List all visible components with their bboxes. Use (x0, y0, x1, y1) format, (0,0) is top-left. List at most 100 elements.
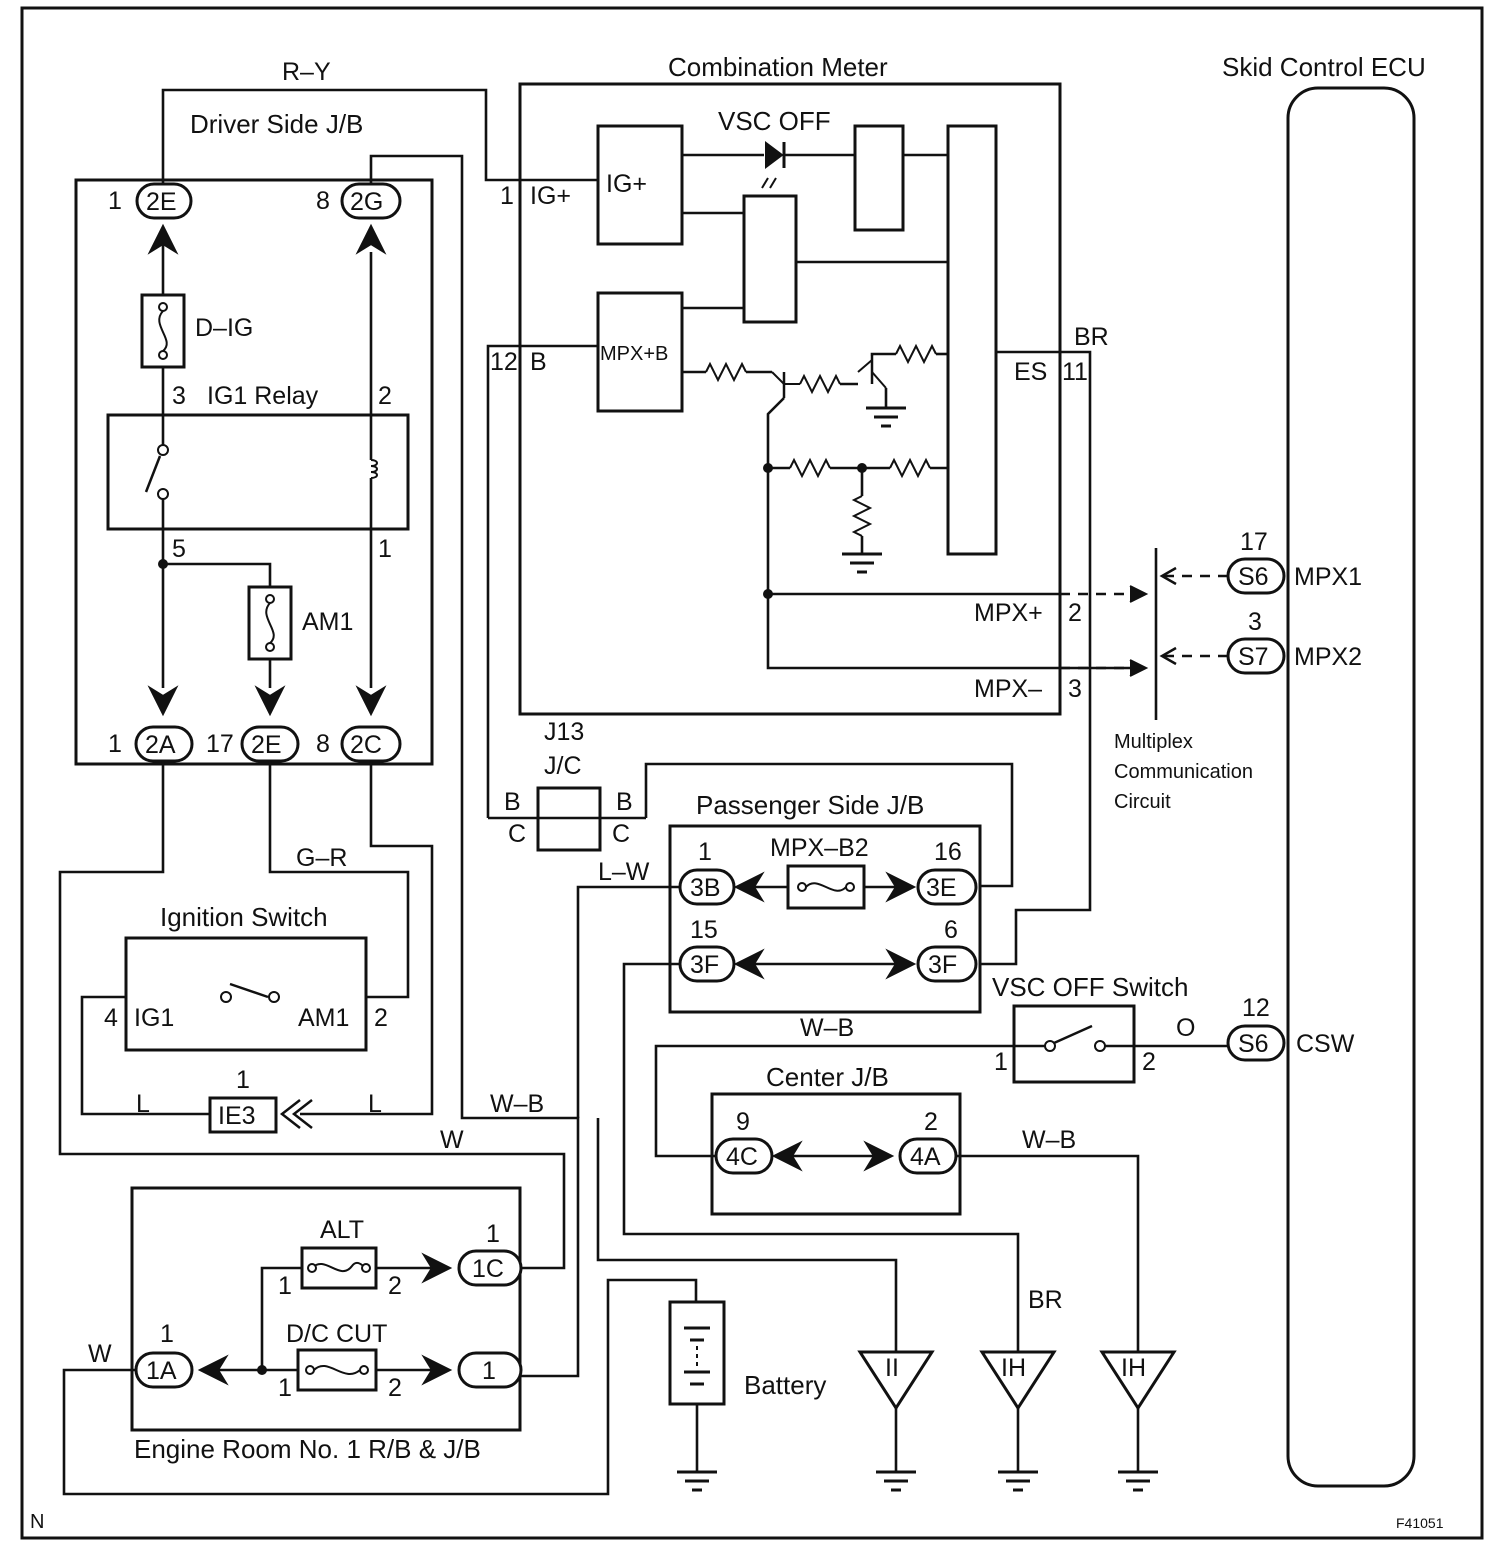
pin-label: 2 (374, 1004, 388, 1032)
wire-l-label-right: L (368, 1090, 382, 1118)
page-border (20, 6, 1484, 1540)
junction-connector-j13: J13 J/C B B C C (488, 718, 1014, 888)
connector-s6-mpx1: S6 (1238, 563, 1269, 591)
connector-2e-bottom: 2E (251, 731, 282, 759)
wire-w-b-top-label: W–B (490, 1090, 544, 1118)
pin-label: B (504, 788, 521, 816)
pin-label: 8 (316, 730, 330, 758)
connector-3f-right: 3F (928, 951, 957, 979)
pin-label: 8 (316, 187, 330, 215)
driver-side-jb-title: Driver Side J/B (190, 109, 363, 139)
wire-w-label: W (440, 1126, 464, 1154)
pin-label: 1 (278, 1272, 292, 1300)
connector-4a: 4A (910, 1143, 941, 1171)
combination-meter: Combination Meter 1 IG+ IG+ VSC OFF 12 B… (486, 52, 1130, 818)
multiplex-label-1: Multiplex (1114, 731, 1193, 753)
mpx2-label: MPX2 (1294, 643, 1362, 671)
engine-room-rb-jb: Engine Room No. 1 R/B & J/B ALT 1 1C 1 2… (130, 1186, 523, 1464)
wire-w-engine-label: W (88, 1340, 112, 1368)
pin-label: 1 (278, 1374, 292, 1402)
connector-3f-left: 3F (690, 951, 719, 979)
pin-label: 6 (944, 916, 958, 944)
fuse-d-ig-label: D–IG (195, 314, 253, 342)
pin-label: C (612, 820, 630, 848)
pin-label: 15 (690, 916, 718, 944)
ig1-terminal-label: IG1 (134, 1004, 174, 1032)
connector-1a: 1A (146, 1357, 177, 1385)
connector-4c: 4C (726, 1143, 758, 1171)
corner-mark: N (30, 1511, 44, 1533)
ground-ih-label-1: IH (1001, 1354, 1026, 1382)
fuse-am1-label: AM1 (302, 608, 353, 636)
pin-label: 11 (1062, 358, 1088, 386)
battery: Battery (668, 1300, 826, 1492)
engine-room-title: Engine Room No. 1 R/B & J/B (134, 1434, 481, 1464)
pin-label: 3 (172, 382, 186, 410)
ig-plus-block: IG+ (606, 170, 647, 198)
center-jb-title: Center J/B (766, 1062, 889, 1092)
ground-ii-label: II (885, 1354, 899, 1382)
wire-l-label-left: L (136, 1090, 150, 1118)
mpx-plus-b-block: MPX+B (600, 343, 668, 365)
pin-label: B (616, 788, 633, 816)
pin-label: 1 (108, 730, 122, 758)
pin-label: 9 (736, 1108, 750, 1136)
figure-code: F41051 (1396, 1515, 1444, 1531)
pin-label: 3 (1068, 675, 1082, 703)
pin-label: 17 (1240, 528, 1268, 556)
multiplex-label-2: Communication (1114, 761, 1253, 783)
mpx1-label: MPX1 (1294, 563, 1362, 591)
skid-control-ecu: Skid Control ECU 17 S6 MPX1 3 S7 MPX2 12… (1222, 52, 1426, 1488)
ground-ii: II (857, 1350, 935, 1492)
wire-br-ground-label: BR (1028, 1286, 1063, 1314)
pin-label: 2 (1142, 1048, 1156, 1076)
connector-3b: 3B (690, 874, 721, 902)
ground-ih-2: IH (1099, 1350, 1177, 1492)
combination-meter-title: Combination Meter (668, 52, 888, 82)
ignition-switch: Ignition Switch IG1 AM1 4 2 G–R (104, 844, 388, 1052)
pin-label: 2 (1068, 599, 1082, 627)
pin-label: 12 (490, 348, 518, 376)
jc-label: J/C (544, 752, 582, 780)
connector-1: 1 (482, 1357, 496, 1385)
pin-label: 1 (236, 1066, 250, 1094)
connector-ie3: IE3 (218, 1102, 256, 1130)
pin-label: 1 (500, 182, 514, 210)
vsc-off-indicator-label: VSC OFF (718, 106, 831, 136)
connector-2c: 2C (350, 731, 382, 759)
vsc-off-switch: VSC OFF Switch 1 2 O W–B (800, 972, 1228, 1084)
connector-2e-top: 2E (146, 188, 177, 216)
connector-2g: 2G (350, 188, 383, 216)
ig-plus-label: IG+ (530, 182, 571, 210)
pin-label: 2 (924, 1108, 938, 1136)
pin-label: 1 (486, 1220, 500, 1248)
connector-3e: 3E (926, 874, 957, 902)
center-jb: Center J/B 9 2 4C 4A (710, 1062, 962, 1216)
wire-g-r-label: G–R (296, 844, 347, 872)
pin-label: 1 (994, 1048, 1008, 1076)
multiplex-label-3: Circuit (1114, 791, 1171, 813)
passenger-side-jb-title: Passenger Side J/B (696, 790, 924, 820)
pin-label: 16 (934, 838, 962, 866)
fuse-alt-label: ALT (320, 1216, 364, 1244)
ground-ih-label-2: IH (1121, 1354, 1146, 1382)
csw-label: CSW (1296, 1030, 1355, 1058)
passenger-side-jb: Passenger Side J/B MPX–B2 1 16 3B 3E 15 … (668, 790, 982, 1014)
pin-label: 4 (104, 1004, 118, 1032)
wire-w-b-switch-label: W–B (800, 1014, 854, 1042)
connector-s6-csw: S6 (1238, 1030, 1269, 1058)
ground-ih-1: BR IH (979, 1286, 1063, 1492)
fuse-mpx-b2-label: MPX–B2 (770, 834, 869, 862)
wire-r-y-label: R–Y (282, 58, 331, 86)
connector-2a: 2A (145, 731, 176, 759)
pin-label: 17 (206, 730, 234, 758)
pin-label: 2 (388, 1272, 402, 1300)
pin-label: 1 (160, 1320, 174, 1348)
fuse-dc-cut-label: D/C CUT (286, 1320, 387, 1348)
vsc-off-switch-title: VSC OFF Switch (992, 972, 1188, 1002)
pin-label: C (508, 820, 526, 848)
pin-label: 12 (1242, 994, 1270, 1022)
wire-l-w-label: L–W (598, 858, 650, 886)
pin-label: 2 (388, 1374, 402, 1402)
am1-terminal-label: AM1 (298, 1004, 349, 1032)
